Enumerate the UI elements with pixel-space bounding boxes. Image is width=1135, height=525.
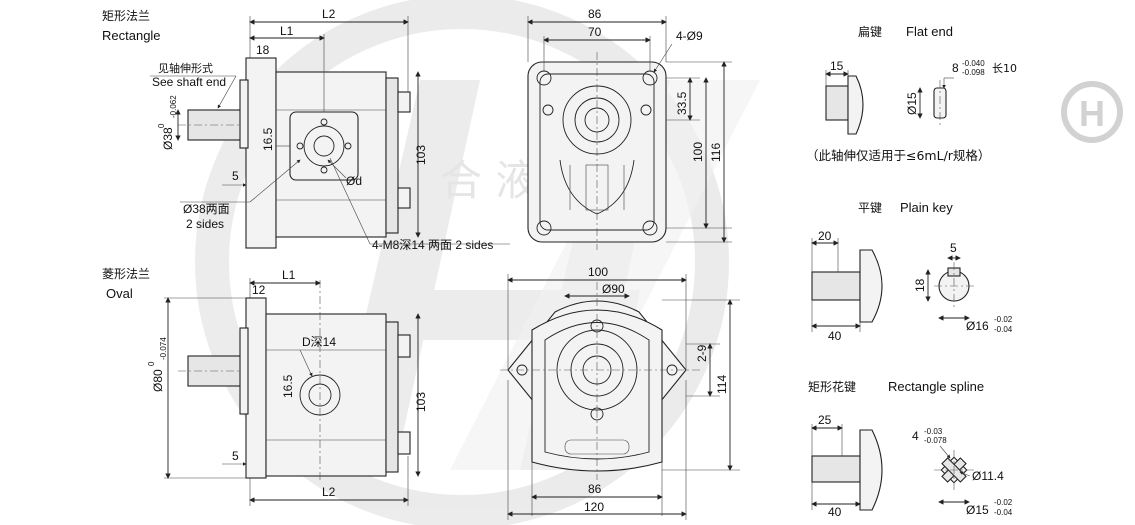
spline-title-en: Rectangle spline: [888, 379, 984, 394]
tol-spline-low: -0.04: [994, 508, 1013, 517]
dim-oval-12: 12: [252, 283, 266, 297]
dim-spline-40: 40: [828, 505, 842, 519]
dim-oval-l1: L1: [282, 268, 296, 282]
dim-plain-5: 5: [950, 241, 957, 255]
dim-oval-front-100: 100: [588, 265, 608, 279]
dim-oval-5: 5: [232, 449, 239, 463]
dim-front-4d9: 4-Ø9: [676, 29, 703, 43]
dim-oval-dep: D深14: [302, 335, 336, 349]
spline-detail: 矩形花键 Rectangle spline 25 40 4 -0.03 -0.0…: [808, 379, 1013, 519]
tol-spline-up: -0.02: [994, 498, 1013, 507]
plain-key-title-en: Plain key: [900, 200, 953, 215]
oval-flange-side-view: 菱形法兰 Oval L1 12 Ø80 0 -0.074 D深14 16.5 5…: [102, 267, 428, 506]
tol-rect-d38-low: -0.062: [169, 95, 178, 118]
flat-len-note: 长10: [992, 62, 1017, 75]
plain-key-title-cn: 平键: [858, 201, 882, 215]
dim-plain-20: 20: [818, 229, 832, 243]
shaft-note-en: See shaft end: [152, 75, 226, 89]
dim-oval-front-2-9: 2-9: [695, 344, 709, 362]
tol-flat-up: -0.040: [962, 59, 985, 68]
dim-rect-od: Ød: [346, 174, 362, 188]
dim-spline-d11-4: Ø11.4: [972, 469, 1004, 483]
dim-oval-front-d90: Ø90: [602, 282, 625, 296]
tol-spline4-up: -0.03: [924, 427, 943, 436]
dim-front-86: 86: [588, 7, 602, 21]
dim-flat-15: 15: [830, 59, 844, 73]
tol-oval-d80-low: -0.074: [159, 337, 168, 360]
dim-rect-d38-sides-a: Ø38两面: [183, 202, 230, 216]
dim-oval-l2: L2: [322, 485, 336, 499]
rect-front-view: 86 70 4-Ø9 33.5 100 116: [527, 7, 732, 250]
shaft-note-cn: 见轴伸形式: [158, 61, 213, 75]
dim-flat-d15: Ø15: [905, 92, 919, 115]
dim-rect-d38: Ø38: [161, 127, 175, 150]
brand-logo-letter: H: [1079, 93, 1105, 134]
flat-end-detail: 扁键 Flat end 15 Ø15 8 -0.040 -0.098 长10 （…: [806, 24, 1017, 163]
dim-rect-5: 5: [232, 169, 239, 183]
dim-spline-4: 4: [912, 429, 919, 443]
dim-oval-front-120: 120: [584, 500, 604, 514]
thread-note: 4-M8深14 两面 2 sides: [372, 238, 493, 252]
dim-front-116: 116: [709, 143, 723, 162]
flat-end-title-en: Flat end: [906, 24, 953, 39]
spline-title-cn: 矩形花键: [808, 379, 856, 394]
dim-rect-103: 103: [414, 145, 428, 165]
dim-rect-18: 18: [256, 43, 270, 57]
tol-flat-low: -0.098: [962, 68, 985, 77]
dim-spline-d15: Ø15: [966, 503, 989, 517]
dim-plain-18: 18: [913, 278, 927, 292]
dim-plain-40: 40: [828, 329, 842, 343]
tol-rect-d38-up: 0: [157, 123, 166, 128]
rect-flange-title-cn: 矩形法兰: [102, 9, 150, 23]
rect-flange-title-en: Rectangle: [102, 28, 161, 43]
dim-front-33-5: 33.5: [675, 91, 689, 115]
dim-front-100: 100: [691, 142, 705, 162]
dim-oval-103: 103: [414, 392, 428, 412]
dim-rect-d38-sides-b: 2 sides: [186, 217, 224, 231]
flat-end-title-cn: 扁键: [858, 25, 882, 39]
dim-rect-16-5: 16.5: [261, 127, 275, 151]
flat-end-note: （此轴伸仅适用于≤6mL/r规格）: [806, 148, 990, 163]
tol-plain-low: -0.04: [994, 325, 1013, 334]
plain-key-detail: 平键 Plain key 20 40 5 18 Ø16 -0.02 -0.04: [811, 200, 1013, 343]
tol-spline4-low: -0.078: [924, 436, 947, 445]
dim-front-70: 70: [588, 25, 602, 39]
dim-oval-16-5: 16.5: [281, 374, 295, 398]
dim-oval-front-86: 86: [588, 482, 602, 496]
rect-flange-side-view: 矩形法兰 Rectangle L2 L1 18 16.5: [102, 7, 510, 252]
dim-flat-8: 8: [952, 61, 959, 75]
brand-logo: H: [1061, 81, 1123, 143]
dim-oval-d80: Ø80: [151, 369, 165, 392]
watermark-text: 合 液: [440, 156, 537, 205]
dim-plain-d16: Ø16: [966, 319, 989, 333]
tol-oval-d80-up: 0: [147, 361, 156, 366]
tol-plain-up: -0.02: [994, 315, 1013, 324]
dim-spline-25: 25: [818, 413, 832, 427]
oval-flange-title-cn: 菱形法兰: [102, 267, 150, 281]
dim-rect-l2: L2: [322, 7, 336, 21]
dim-rect-l1: L1: [280, 24, 294, 38]
dim-oval-front-114: 114: [715, 375, 729, 394]
oval-front-view: 100 Ø90 2-9 114 86 120: [500, 265, 740, 520]
oval-flange-title-en: Oval: [106, 286, 133, 301]
